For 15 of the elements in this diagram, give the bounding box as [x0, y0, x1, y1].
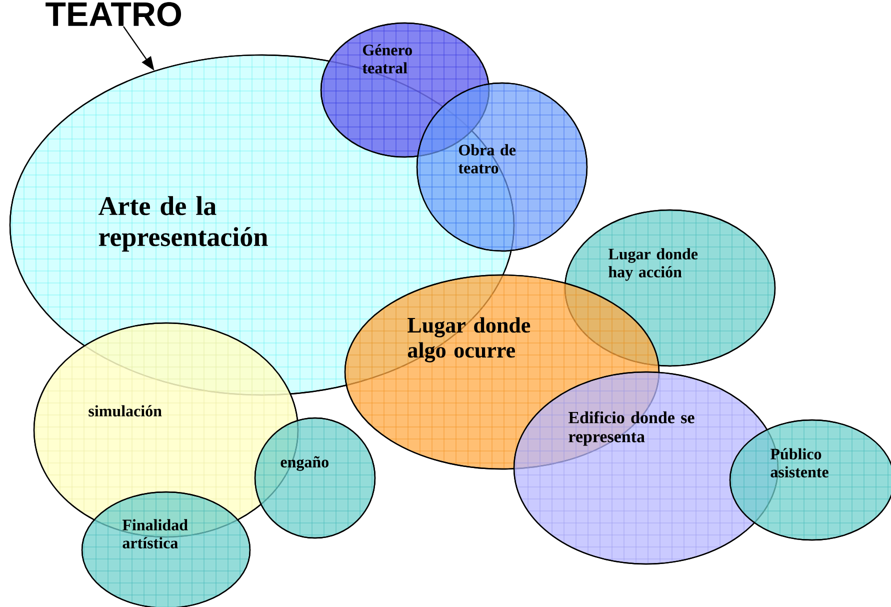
heading: TEATRO [46, 2, 182, 26]
ellipse-label: Público asistente [770, 448, 828, 478]
ellipse-label: Lugar donde hay acción [608, 248, 698, 281]
ellipse-label: Finalidad artística [122, 519, 188, 548]
ellipse-label: simulación [88, 405, 162, 416]
ellipse-label: Edificio donde se representa [568, 411, 694, 446]
ellipse [729, 419, 891, 541]
ellipse [254, 417, 376, 539]
ellipse-label: Lugar donde algo ocurre [408, 317, 530, 362]
ellipse-label: engaño [280, 456, 328, 471]
ellipse-label: Obra de teatro [458, 144, 516, 174]
ellipse-label: Género teatral [362, 44, 412, 74]
ellipse [416, 82, 588, 252]
ellipse-label: Arte de la representación [98, 196, 268, 252]
ellipse [81, 491, 251, 607]
